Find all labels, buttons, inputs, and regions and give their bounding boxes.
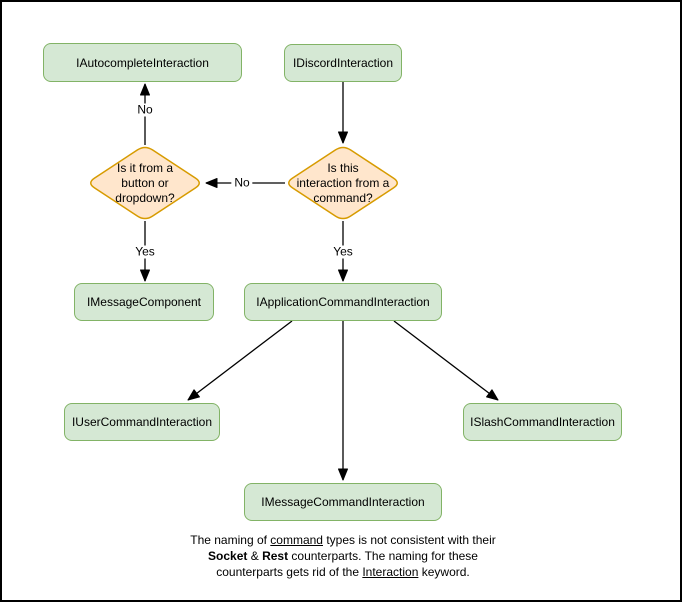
node-label: IMessageCommandInteraction: [261, 495, 425, 509]
note-segment-bold: Rest: [262, 549, 289, 563]
node-label: IUserCommandInteraction: [71, 415, 213, 429]
node-label: IDiscordInteraction: [292, 56, 394, 70]
node-islashcommandinteraction: ISlashCommandInteraction: [463, 403, 622, 441]
edge-label-no: No: [231, 176, 253, 190]
node-imessagecommandinteraction: IMessageCommandInteraction: [244, 483, 442, 521]
edge-label-yes: Yes: [330, 245, 356, 259]
note-line-1: The naming of command types is not consi…: [157, 532, 529, 548]
node-label: IMessageComponent: [86, 295, 202, 309]
note-segment: counterparts gets rid of the: [216, 565, 363, 579]
node-iapplicationcommandinteraction: IApplicationCommandInteraction: [244, 283, 442, 321]
note-segment-underlined: Interaction: [362, 565, 419, 579]
note-segment-bold: Socket: [208, 549, 248, 563]
note-segment-underlined: command: [270, 533, 323, 547]
note-segment: &: [247, 549, 263, 563]
note-segment: counterparts. The naming for these: [288, 549, 478, 563]
note-line-3: counterparts gets rid of the Interaction…: [157, 564, 529, 580]
note-line-2: Socket & Rest counterparts. The naming f…: [157, 548, 529, 564]
note-segment: The naming of: [190, 533, 271, 547]
node-label: IApplicationCommandInteraction: [256, 295, 430, 309]
diamond-question-from-command: [288, 146, 398, 220]
node-label: IAutocompleteInteraction: [76, 55, 209, 70]
note-segment: keyword.: [418, 565, 470, 579]
node-imessagecomponent: IMessageComponent: [74, 283, 214, 321]
edge-label-yes: Yes: [132, 245, 158, 259]
edge-app-command-to-slash-command: [393, 320, 499, 401]
note-segment: types is not consistent with their: [322, 533, 496, 547]
node-idiscordinteraction: IDiscordInteraction: [284, 44, 402, 82]
node-iusercommandinteraction: IUserCommandInteraction: [64, 403, 220, 441]
diamond-question-button-dropdown: [90, 146, 200, 220]
node-iautocompleteinteraction: IAutocompleteInteraction: [43, 43, 242, 82]
edge-label-no: No: [134, 103, 156, 117]
node-label: ISlashCommandInteraction: [470, 415, 615, 429]
edge-app-command-to-user-command: [187, 320, 293, 401]
note-text: The naming of command types is not consi…: [157, 532, 529, 580]
